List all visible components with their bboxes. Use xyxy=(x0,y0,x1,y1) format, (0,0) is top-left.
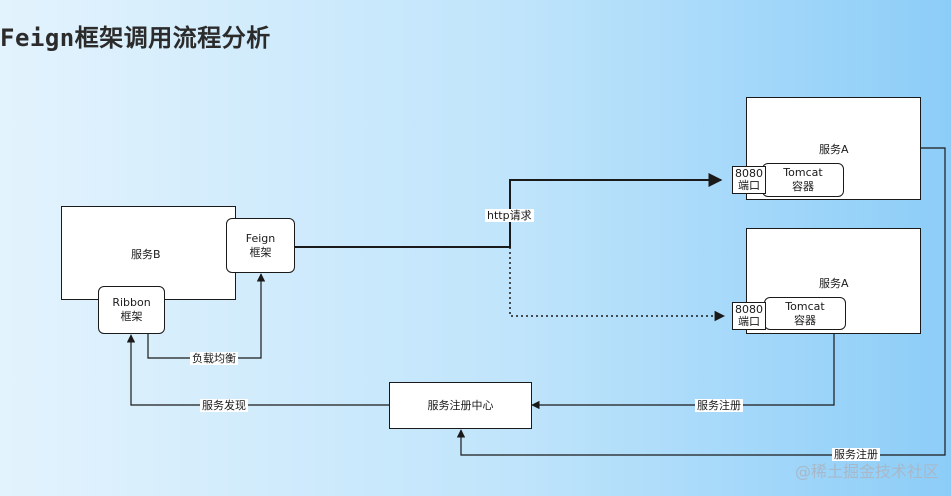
register-edge-1 xyxy=(531,333,835,410)
http-request-label: http请求 xyxy=(485,209,534,222)
port-top-sub-label: 端口 xyxy=(738,179,760,192)
service-discovery-edge xyxy=(126,334,389,406)
ribbon-label: Ribbon xyxy=(112,296,151,309)
service-a-bottom-label: 服务A xyxy=(819,277,849,290)
port-bottom-sub-label: 端口 xyxy=(738,315,760,328)
port-bottom-box: 8080 端口 xyxy=(732,302,766,330)
tomcat-bottom-box: Tomcat 容器 xyxy=(764,297,846,330)
register-label-2: 服务注册 xyxy=(832,448,880,461)
watermark-text: @稀土掘金技术社区 xyxy=(794,462,939,481)
service-registry-label: 服务注册中心 xyxy=(427,399,494,412)
service-discovery-label: 服务发现 xyxy=(200,399,248,412)
service-b-label: 服务B xyxy=(131,248,161,261)
page-title: Feign框架调用流程分析 xyxy=(0,24,271,52)
tomcat-top-box: Tomcat 容器 xyxy=(762,163,844,197)
service-registry-box: 服务注册中心 xyxy=(389,382,532,429)
port-top-box: 8080 端口 xyxy=(732,166,766,194)
service-a-top-label: 服务A xyxy=(819,143,849,156)
ribbon-framework-box: Ribbon 框架 xyxy=(98,286,165,334)
tomcat-top-label: Tomcat xyxy=(783,166,823,179)
feign-framework-box: Feign 框架 xyxy=(226,218,295,273)
tomcat-bottom-label: Tomcat xyxy=(785,299,825,313)
http-request-dotted-edge xyxy=(509,247,726,322)
service-b-box xyxy=(61,206,236,300)
register-edge-2 xyxy=(456,147,946,456)
load-balance-label: 负载均衡 xyxy=(190,352,238,365)
feign-sub-label: 框架 xyxy=(249,245,272,259)
ribbon-sub-label: 框架 xyxy=(120,310,143,323)
port-top-label: 8080 xyxy=(735,167,763,180)
register-label-1: 服务注册 xyxy=(695,399,743,412)
port-bottom-label: 8080 xyxy=(735,303,763,316)
tomcat-bottom-sub-label: 容器 xyxy=(794,313,816,327)
tomcat-top-sub-label: 容器 xyxy=(792,180,814,193)
feign-label: Feign xyxy=(245,231,276,245)
